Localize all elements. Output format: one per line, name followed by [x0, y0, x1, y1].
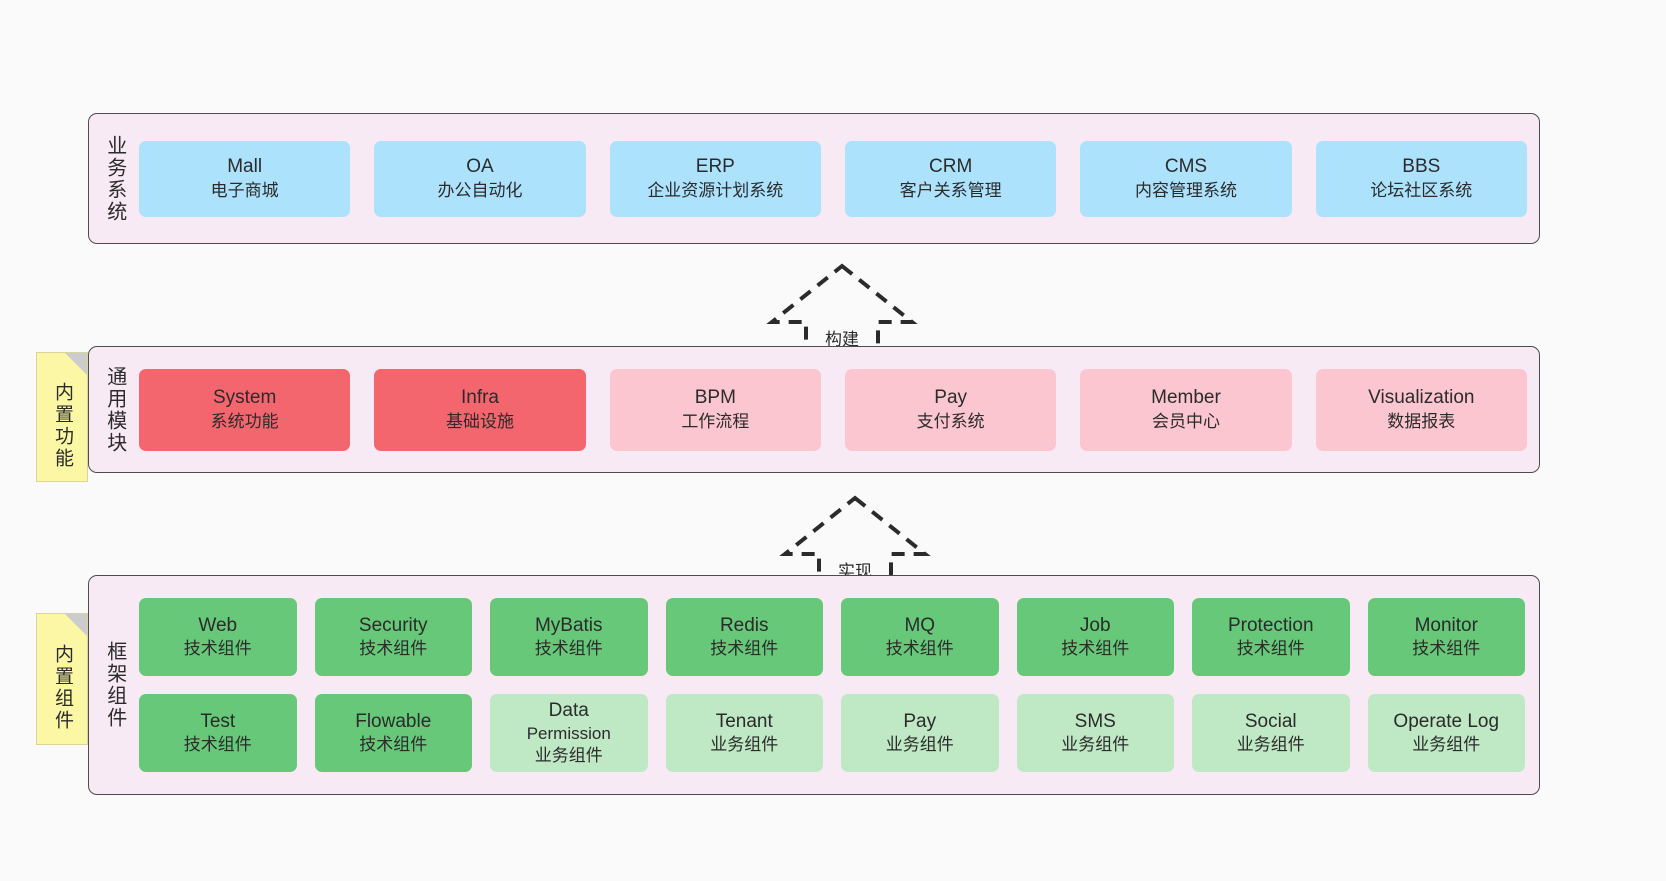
section-label-framework: 框架组件: [103, 641, 126, 729]
sticky-fold-corner: [65, 614, 87, 636]
card-security[interactable]: Security 技术组件: [314, 598, 472, 676]
card-row: Mall 电子商城 OA 办公自动化 ERP 企业资源计划系统 CRM 客户关系…: [139, 140, 1527, 217]
section-label-business: 业务系统: [103, 134, 126, 223]
connector-build-label: 构建: [825, 330, 859, 349]
section-panel-business: 业务系统 Mall 电子商城 OA 办公自动化 ERP 企业资源计划系统 CRM: [88, 113, 1540, 244]
card-data-permission[interactable]: Data Permission 业务组件: [490, 694, 648, 772]
card-bbs[interactable]: BBS 论坛社区系统: [1315, 140, 1527, 217]
card-job[interactable]: Job 技术组件: [1016, 598, 1174, 676]
card-system[interactable]: System 系统功能: [139, 368, 351, 451]
card-row: System 系统功能 Infra 基础设施 BPM 工作流程 Pay 支付系统…: [139, 368, 1527, 451]
section-body-business: Mall 电子商城 OA 办公自动化 ERP 企业资源计划系统 CRM 客户关系…: [139, 114, 1539, 243]
section-label-modules: 通用模块: [103, 365, 126, 454]
card-mall[interactable]: Mall 电子商城: [139, 140, 351, 217]
sticky-note-builtin-components: 内置组件: [36, 613, 88, 745]
card-monitor[interactable]: Monitor 技术组件: [1367, 598, 1525, 676]
card-bpm[interactable]: BPM 工作流程: [609, 368, 821, 451]
card-mybatis[interactable]: MyBatis 技术组件: [490, 598, 648, 676]
card-tenant[interactable]: Tenant 业务组件: [665, 694, 823, 772]
section-body-framework: Web 技术组件 Security 技术组件 MyBatis 技术组件 Redi…: [139, 576, 1539, 794]
sticky-fold-corner: [65, 353, 87, 375]
card-mq[interactable]: MQ 技术组件: [841, 598, 999, 676]
card-web[interactable]: Web 技术组件: [139, 598, 297, 676]
card-redis[interactable]: Redis 技术组件: [665, 598, 823, 676]
card-protection[interactable]: Protection 技术组件: [1192, 598, 1350, 676]
card-pay[interactable]: Pay 支付系统: [844, 368, 1057, 451]
connector-build: 构建: [762, 258, 922, 358]
connector-implement-arrow: [779, 495, 931, 588]
card-visualization[interactable]: Visualization 数据报表: [1315, 368, 1527, 451]
card-sms[interactable]: SMS 业务组件: [1016, 694, 1174, 772]
card-test[interactable]: Test 技术组件: [139, 694, 297, 772]
card-infra[interactable]: Infra 基础设施: [374, 368, 586, 451]
sticky-note-builtin-features: 内置功能: [36, 352, 88, 482]
card-flowable[interactable]: Flowable 技术组件: [314, 694, 472, 772]
section-panel-modules: 通用模块 System 系统功能 Infra 基础设施 BPM 工作流程 Pay: [88, 346, 1540, 473]
card-operate-log[interactable]: Operate Log 业务组件: [1367, 694, 1525, 772]
connector-build-arrow: [766, 263, 918, 356]
card-row: Test 技术组件 Flowable 技术组件 Data Permission …: [139, 694, 1525, 772]
card-erp[interactable]: ERP 企业资源计划系统: [609, 140, 821, 217]
card-row: Web 技术组件 Security 技术组件 MyBatis 技术组件 Redi…: [139, 598, 1525, 676]
card-pay-business[interactable]: Pay 业务组件: [841, 694, 999, 772]
card-oa[interactable]: OA 办公自动化: [374, 140, 586, 217]
card-cms[interactable]: CMS 内容管理系统: [1080, 140, 1292, 217]
card-member[interactable]: Member 会员中心: [1080, 368, 1292, 451]
section-panel-framework: 框架组件 Web 技术组件 Security 技术组件 MyBatis 技术组件…: [88, 575, 1540, 795]
card-social[interactable]: Social 业务组件: [1192, 694, 1350, 772]
section-body-modules: System 系统功能 Infra 基础设施 BPM 工作流程 Pay 支付系统…: [139, 347, 1539, 472]
card-crm[interactable]: CRM 客户关系管理: [844, 140, 1057, 217]
